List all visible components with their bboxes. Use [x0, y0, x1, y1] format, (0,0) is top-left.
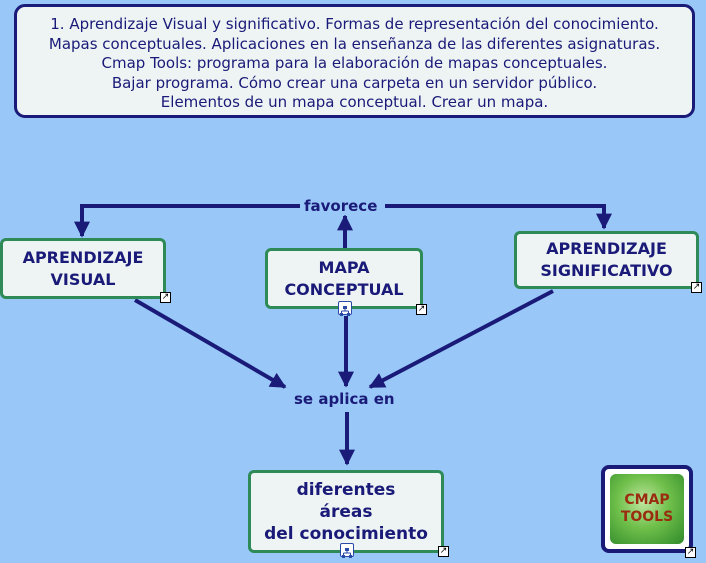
header-line: Cmap Tools: programa para la elaboración…	[101, 54, 608, 73]
concept-label: VISUAL	[50, 269, 116, 289]
header-line: 1. Aprendizaje Visual y significativo. F…	[50, 15, 659, 33]
concept-label: APRENDIZAJE	[546, 239, 667, 258]
header-description: 1. Aprendizaje Visual y significativo. F…	[14, 4, 695, 118]
cmap-tools-logo[interactable]: CMAP TOOLS	[601, 465, 693, 553]
logo-text: TOOLS	[620, 509, 674, 525]
concept-aprendizaje-significativo[interactable]: APRENDIZAJE SIGNIFICATIVO	[514, 231, 699, 289]
header-line: Bajar programa. Cómo crear una carpeta e…	[111, 73, 598, 92]
linking-phrase-se-aplica-en: se aplica en	[291, 390, 398, 408]
external-link-icon[interactable]: ↗	[685, 547, 696, 558]
concept-mapa-conceptual[interactable]: MAPA CONCEPTUAL	[265, 248, 423, 309]
concept-map-icon[interactable]	[340, 543, 354, 558]
concept-label: diferentes	[296, 479, 396, 500]
concept-label: del conocimiento	[264, 523, 428, 544]
concept-label: áreas	[319, 501, 373, 522]
external-link-icon[interactable]: ↗	[438, 546, 449, 557]
concept-map-icon[interactable]	[338, 301, 352, 316]
logo-text: CMAP	[624, 492, 670, 508]
concept-map-glyph	[342, 548, 352, 558]
concept-label: SIGNIFICATIVO	[540, 261, 673, 280]
concept-label: MAPA	[318, 257, 370, 277]
link-visual-to-aplica	[133, 298, 287, 389]
concept-aprendizaje-visual[interactable]: APRENDIZAJE VISUAL	[0, 238, 166, 299]
link-favorece-to-visual	[74, 204, 300, 238]
concept-map-glyph	[340, 306, 350, 316]
external-link-icon[interactable]: ↗	[416, 304, 427, 315]
concept-label: APRENDIZAJE	[22, 247, 144, 267]
concept-diferentes-areas[interactable]: diferentes áreas del conocimiento	[248, 470, 444, 553]
header-line: Mapas conceptuales. Aplicaciones en la e…	[48, 34, 661, 53]
header-line: Elementos de un mapa conceptual. Crear u…	[160, 93, 549, 112]
external-link-icon[interactable]: ↗	[160, 292, 171, 303]
link-significativo-to-aplica	[368, 289, 554, 389]
concept-label: CONCEPTUAL	[284, 279, 404, 299]
link-favorece-to-significativo	[385, 204, 612, 230]
external-link-icon[interactable]: ↗	[691, 282, 702, 293]
cmap-tools-logo-image: CMAP TOOLS	[610, 474, 684, 544]
linking-phrase-favorece: favorece	[301, 197, 381, 215]
